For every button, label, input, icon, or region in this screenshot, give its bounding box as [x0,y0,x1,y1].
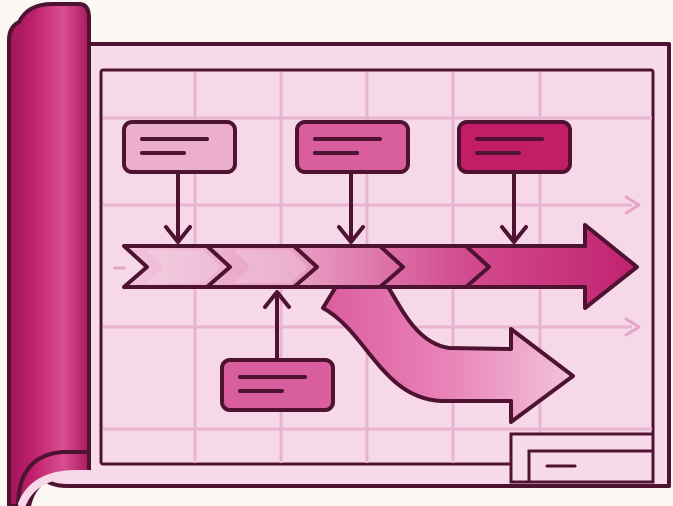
scroll-roll [7,2,93,506]
up-arrowhead [263,290,291,309]
down-arrowhead [164,225,192,244]
callout-card-4 [220,358,335,412]
callout-connectors [164,169,528,362]
callout-card-3 [457,120,572,174]
callout-card-1 [122,120,237,174]
timeline-segment-divider [464,244,491,289]
guide-arrows [113,195,641,337]
timeline-segment-divider [205,244,232,289]
main-timeline-arrow [122,223,639,310]
timeline-segment-divider [378,244,405,289]
corner-stamp [509,432,655,484]
timeline-segment-divider [292,244,319,289]
down-arrowhead [337,225,365,244]
right-arrow-guide-top [624,195,641,215]
right-arrow-guide-bottom [624,317,641,337]
callout-card-2 [295,120,410,174]
down-arrowhead [500,225,528,244]
